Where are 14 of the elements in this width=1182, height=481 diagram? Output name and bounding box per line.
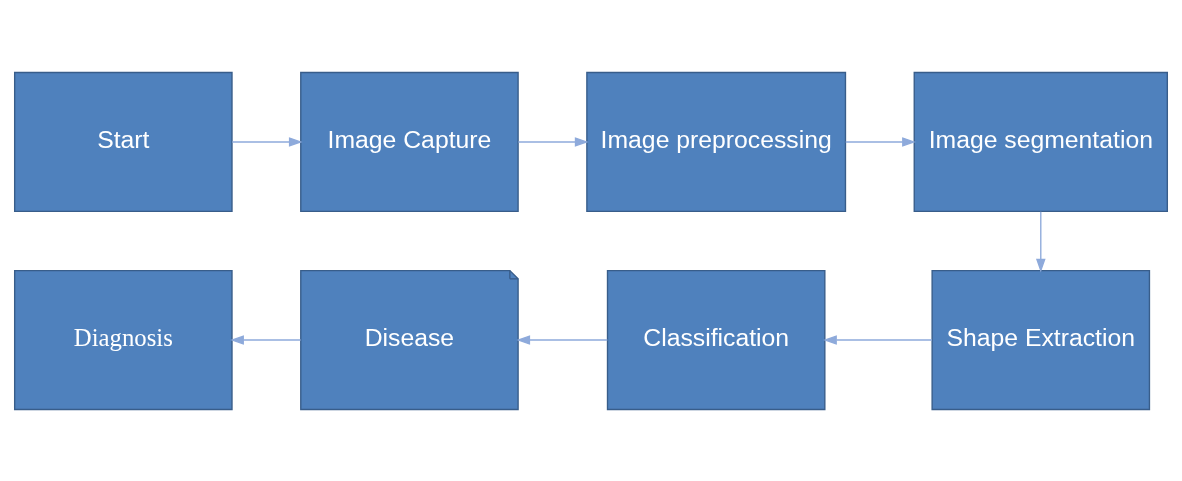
- node-box: Image segmentation: [913, 71, 1168, 212]
- node-box: Image preprocessing: [586, 71, 847, 212]
- arrow: [517, 136, 589, 147]
- node-box: Classification: [606, 269, 826, 410]
- node-box: Shape Extraction: [931, 269, 1151, 410]
- node-box: Start: [14, 71, 233, 212]
- arrow: [845, 136, 916, 147]
- arrow: [1035, 210, 1046, 272]
- node-box: Diagnosis: [14, 269, 233, 410]
- arrow: [231, 136, 303, 147]
- arrow: [823, 334, 933, 345]
- arrow: [516, 334, 609, 345]
- arrow: [230, 334, 302, 345]
- node-box: Image Capture: [300, 71, 519, 212]
